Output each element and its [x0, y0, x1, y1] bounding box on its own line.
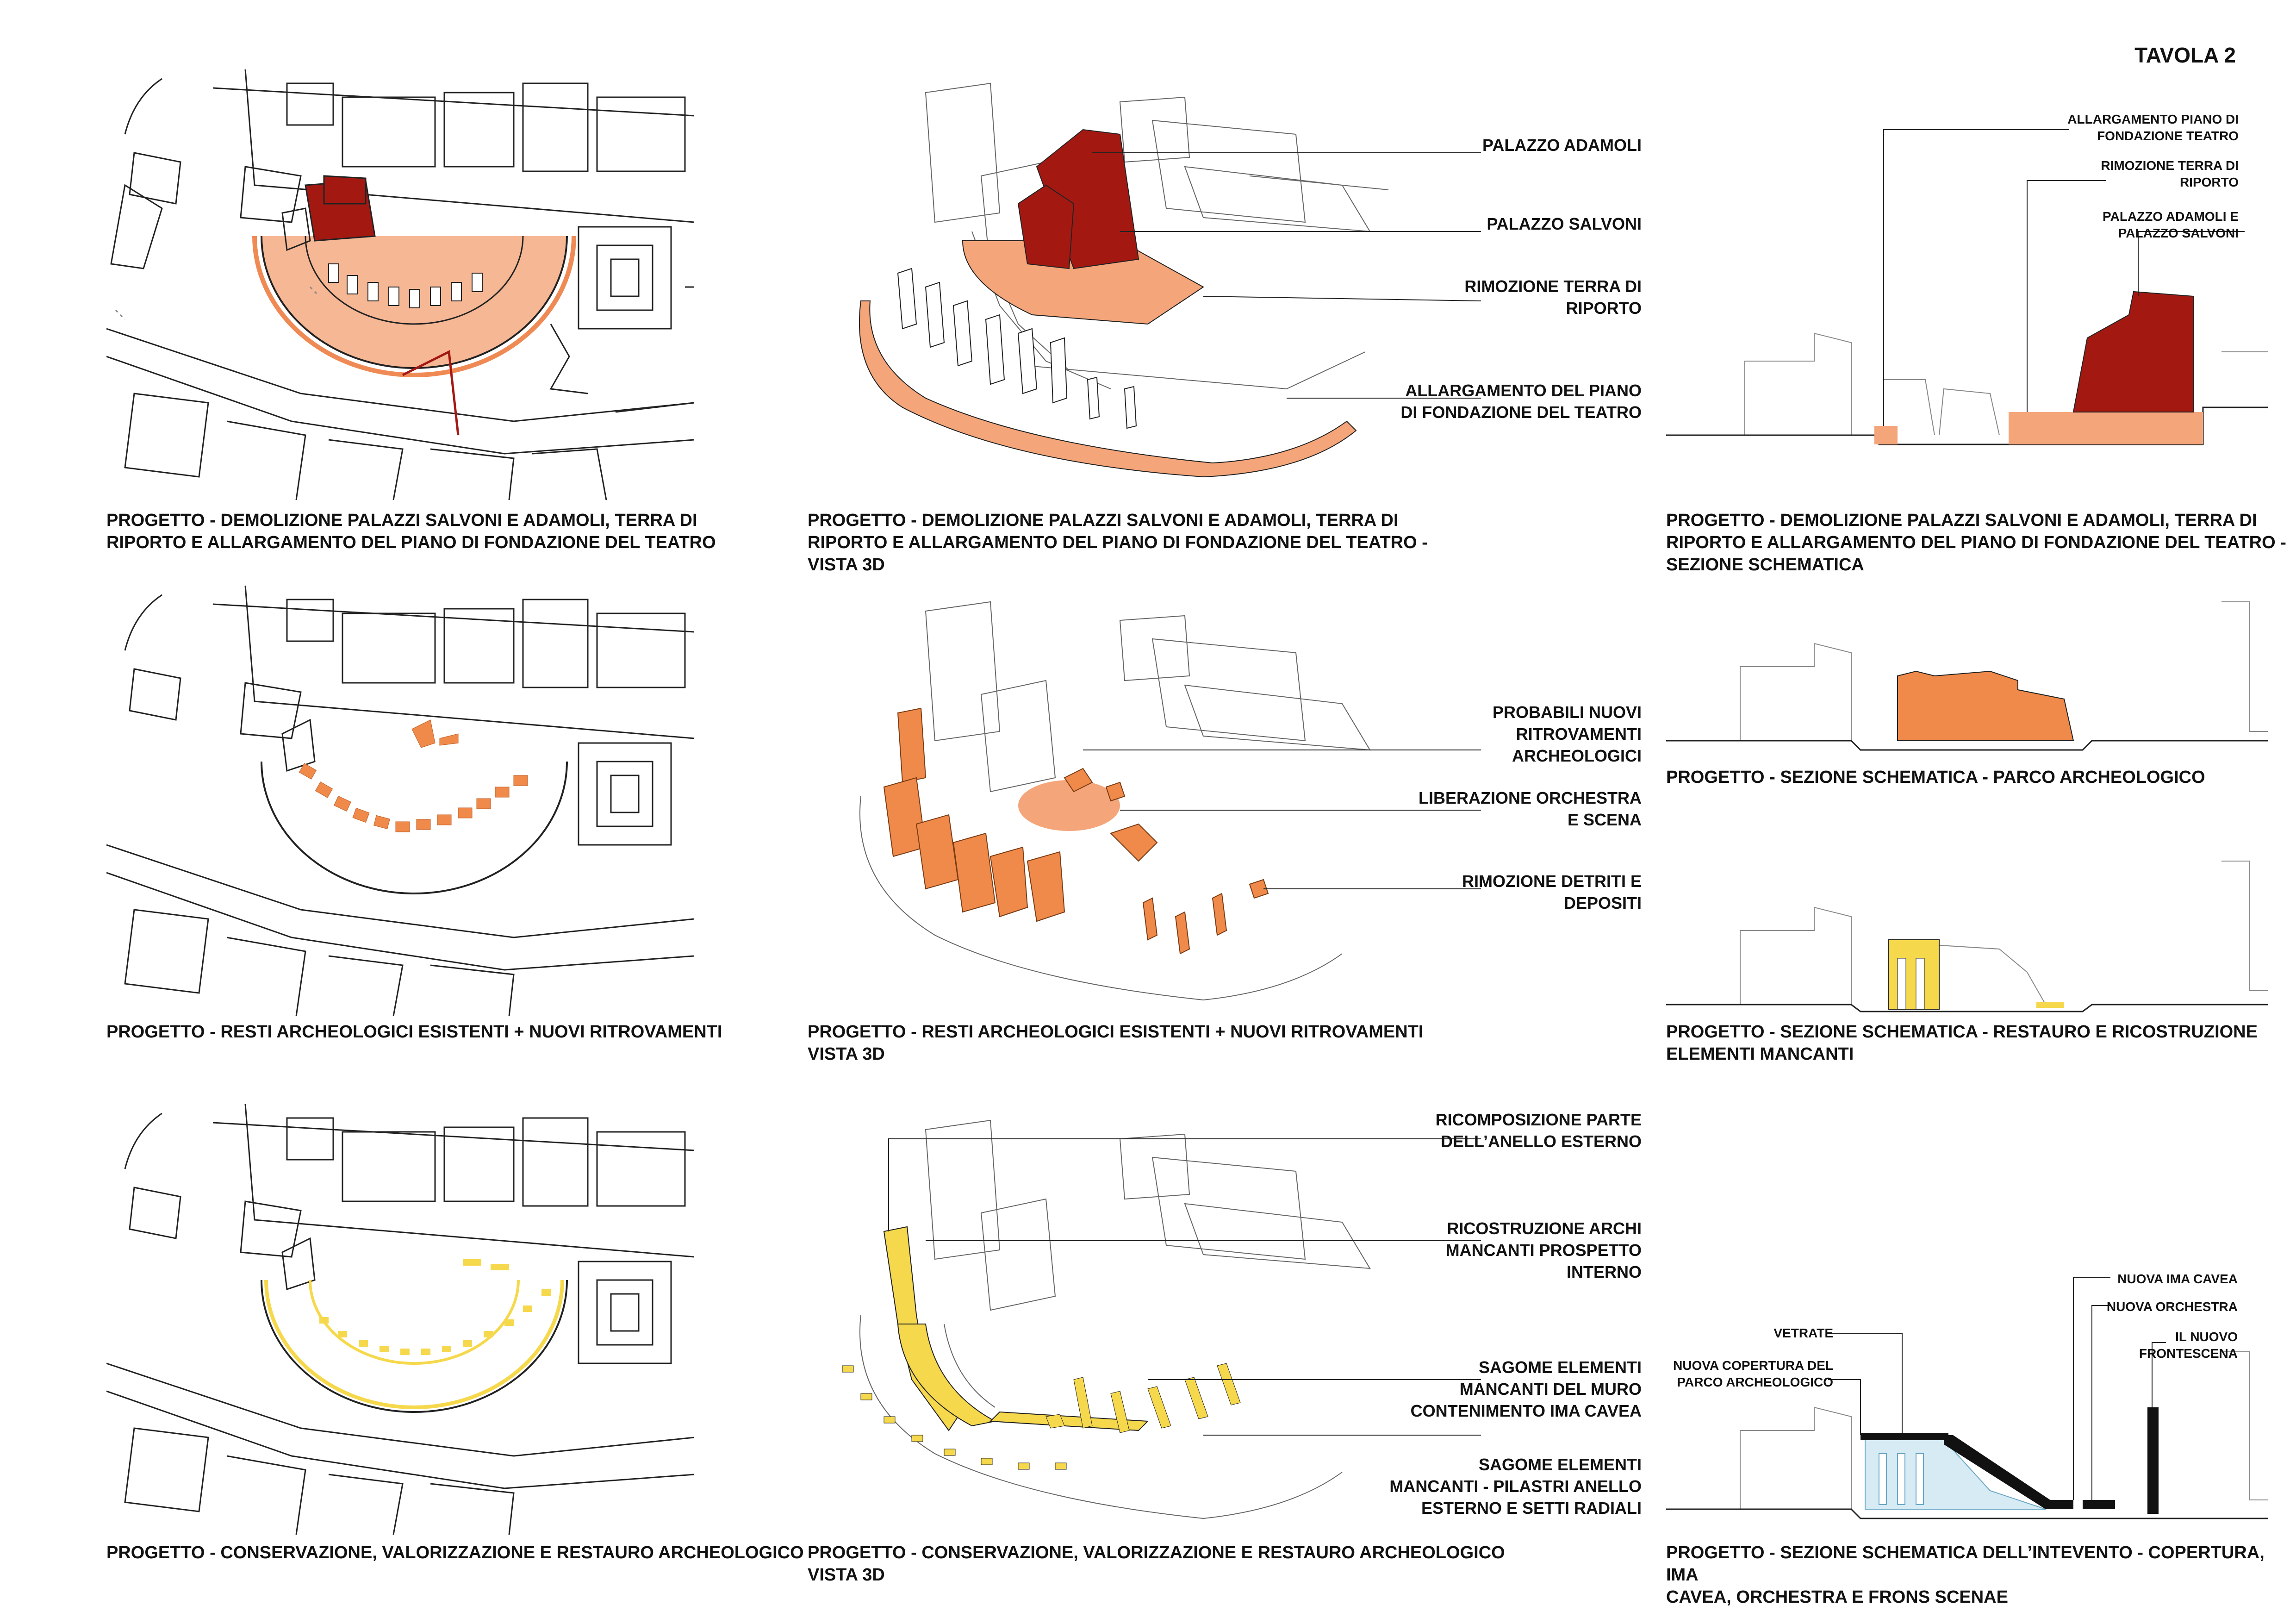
label-palazzo-adamoli: PALAZZO ADAMOLI	[1482, 136, 1642, 155]
plan-remains	[106, 586, 694, 1016]
section-archaeological-park	[1666, 593, 2268, 759]
label-nuova-ima-cavea: NUOVA IMA CAVEA	[2117, 1272, 2238, 1286]
label-palazzo-salvoni: PALAZZO SALVONI	[1487, 214, 1642, 233]
label-nuovi-ritrovamenti: PROBABILI NUOVI RITROVAMENTI ARCHEOLOGIC…	[1492, 703, 1642, 765]
label-section-palazzi: PALAZZO ADAMOLI E PALAZZO SALVONI	[2103, 209, 2239, 240]
label-nuova-copertura: NUOVA COPERTURA DEL PARCO ARCHEOLOGICO	[1673, 1358, 1833, 1389]
view3d-demolition-drawing	[859, 82, 1481, 478]
label-ricostruzione-archi: RICOSTRUZIONE ARCHI MANCANTI PROSPETTO I…	[1445, 1219, 1642, 1281]
caption-view3d-1: PROGETTO - DEMOLIZIONE PALAZZI SALVONI E…	[808, 511, 1428, 575]
section-demolition	[1666, 102, 2268, 463]
view3d-demolition	[787, 65, 1643, 518]
label-rimozione-detriti: RIMOZIONE DETRITI E DEPOSITI	[1462, 872, 1642, 912]
label-section-rimozione: RIMOZIONE TERRA DI RIPORTO	[2101, 158, 2239, 189]
view3d-remains	[787, 583, 1643, 1014]
caption-section-3: PROGETTO - SEZIONE SCHEMATICA DELL’INTEV…	[1666, 1543, 2265, 1607]
caption-view3d-2: PROGETTO - RESTI ARCHEOLOGICI ESISTENTI …	[808, 1022, 1424, 1064]
view3d-remains-drawing	[859, 601, 1481, 1001]
view3d-conservation-drawing	[842, 1119, 1481, 1519]
label-liberazione-orchestra: LIBERAZIONE ORCHESTRA E SCENA	[1418, 788, 1642, 829]
caption-plan-1: PROGETTO - DEMOLIZIONE PALAZZI SALVONI E…	[106, 511, 716, 552]
section-demolition-drawing	[1666, 129, 2268, 445]
plan-remains-drawing	[106, 586, 694, 1016]
plan-demolition	[106, 69, 694, 500]
plan-conservation	[106, 1104, 694, 1535]
plan-conservation-drawing	[106, 1104, 694, 1535]
label-sagome-pilastri: SAGOME ELEMENTI MANCANTI - PILASTRI ANEL…	[1389, 1455, 1642, 1518]
label-sagome-muro: SAGOME ELEMENTI MANCANTI DEL MURO CONTEN…	[1410, 1358, 1642, 1420]
label-vetrate: VETRATE	[1773, 1326, 1833, 1340]
label-nuova-orchestra: NUOVA ORCHESTRA	[2106, 1299, 2238, 1314]
section-restoration	[1666, 852, 2268, 1018]
caption-plan-3: PROGETTO - CONSERVAZIONE, VALORIZZAZIONE…	[106, 1543, 804, 1562]
caption-section-1: PROGETTO - DEMOLIZIONE PALAZZI SALVONI E…	[1666, 511, 2286, 575]
label-ricomposizione-anello: RICOMPOSIZIONE PARTE DELL’ANELLO ESTERNO	[1435, 1110, 1642, 1151]
view3d-conservation	[787, 1102, 1643, 1532]
sheet-title: TAVOLA 2	[2134, 43, 2236, 67]
section-park-drawing	[1666, 601, 2268, 751]
label-nuovo-frontescena: IL NUOVO FRONTESCENA	[2139, 1330, 2238, 1361]
plan-demolition-drawing	[106, 69, 694, 500]
caption-section-2a: PROGETTO - SEZIONE SCHEMATICA - PARCO AR…	[1666, 768, 2205, 787]
label-allargamento-piano: ALLARGAMENTO DEL PIANO DI FONDAZIONE DEL…	[1400, 381, 1642, 422]
caption-view3d-3: PROGETTO - CONSERVAZIONE, VALORIZZAZIONE…	[808, 1543, 1505, 1585]
label-rimozione-terra: RIMOZIONE TERRA DI RIPORTO	[1464, 277, 1642, 318]
label-section-allargamento: ALLARGAMENTO PIANO DI FONDAZIONE TEATRO	[2067, 112, 2239, 143]
caption-section-2b: PROGETTO - SEZIONE SCHEMATICA - RESTAURO…	[1666, 1022, 2258, 1064]
section-intervention-drawing	[1666, 1277, 2268, 1519]
section-restoration-drawing	[1666, 861, 2268, 1012]
caption-plan-2: PROGETTO - RESTI ARCHEOLOGICI ESISTENTI …	[106, 1022, 722, 1042]
section-intervention	[1666, 1250, 2268, 1528]
